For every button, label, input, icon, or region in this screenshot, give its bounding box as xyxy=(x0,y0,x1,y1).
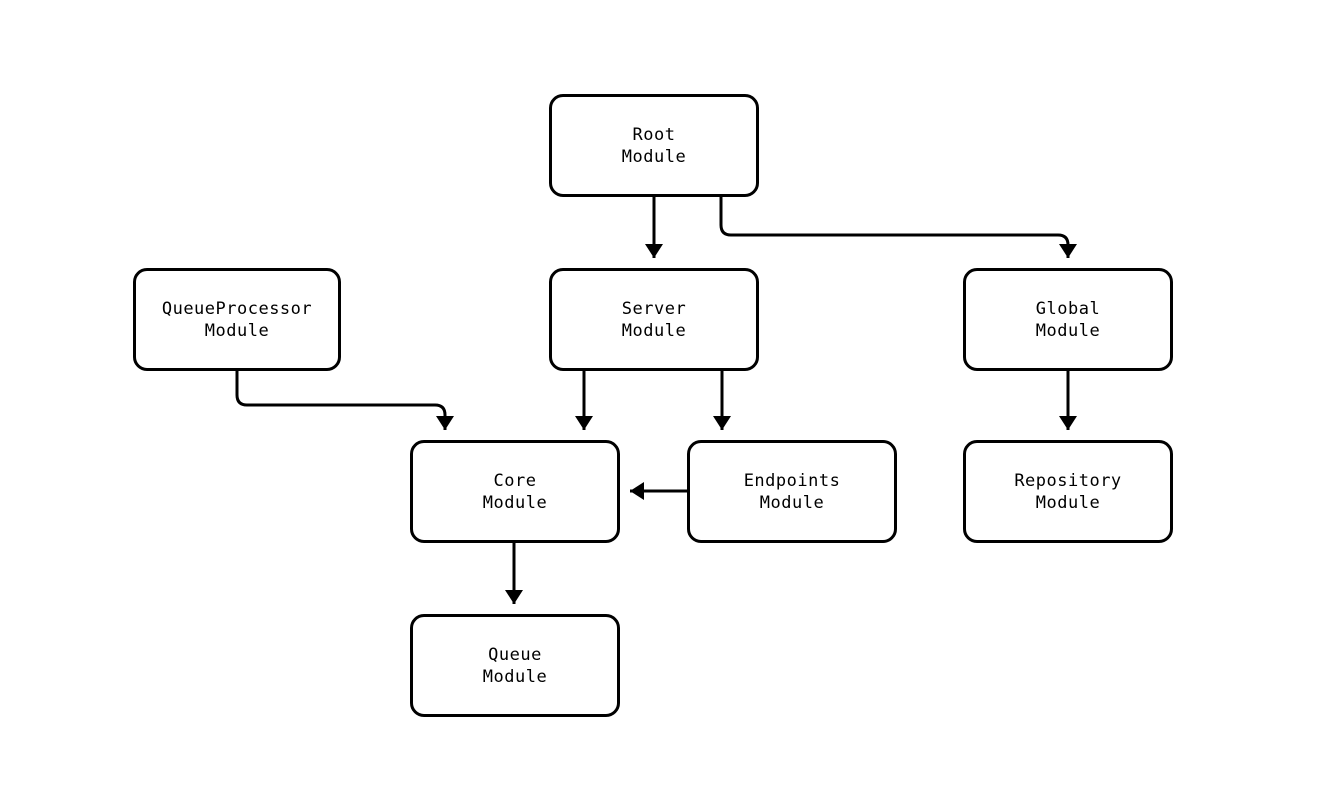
edge-queueprocessor-core xyxy=(235,371,447,430)
node-server-label-line2: Module xyxy=(621,320,687,341)
arrowhead-server-endpoints xyxy=(713,416,731,430)
arrowhead-core-queue xyxy=(505,590,523,604)
node-endpoints[interactable]: Endpoints Module xyxy=(687,440,897,543)
arrowhead-root-global xyxy=(1059,244,1077,258)
arrowhead-queueprocessor-core xyxy=(436,416,454,430)
edge-root-global xyxy=(719,197,1070,258)
node-endpoints-label-line2: Module xyxy=(759,492,825,513)
node-root-label-line1: Root xyxy=(632,124,676,145)
node-core-label-line2: Module xyxy=(482,492,548,513)
arrowhead-global-repository xyxy=(1059,416,1077,430)
node-queue[interactable]: Queue Module xyxy=(410,614,620,717)
node-repository-label-line2: Module xyxy=(1035,492,1101,513)
arrowhead-root-server xyxy=(645,244,663,258)
node-global[interactable]: Global Module xyxy=(963,268,1173,371)
node-repository[interactable]: Repository Module xyxy=(963,440,1173,543)
node-core[interactable]: Core Module xyxy=(410,440,620,543)
node-queueprocessor[interactable]: QueueProcessor Module xyxy=(133,268,341,371)
arrowhead-server-core xyxy=(575,416,593,430)
node-global-label-line2: Module xyxy=(1035,320,1101,341)
node-root-label-line2: Module xyxy=(621,146,687,167)
arrowhead-endpoints-core xyxy=(630,482,644,500)
node-server[interactable]: Server Module xyxy=(549,268,759,371)
node-global-label-line1: Global xyxy=(1035,298,1101,319)
node-core-label-line1: Core xyxy=(493,470,537,491)
node-root[interactable]: Root Module xyxy=(549,94,759,197)
node-queue-label-line2: Module xyxy=(482,666,548,687)
node-endpoints-label-line1: Endpoints xyxy=(743,470,841,491)
node-repository-label-line1: Repository xyxy=(1014,470,1122,491)
node-server-label-line1: Server xyxy=(621,298,687,319)
node-queue-label-line1: Queue xyxy=(488,644,542,665)
node-queueprocessor-label-line1: QueueProcessor xyxy=(161,298,313,319)
node-queueprocessor-label-line2: Module xyxy=(204,320,270,341)
